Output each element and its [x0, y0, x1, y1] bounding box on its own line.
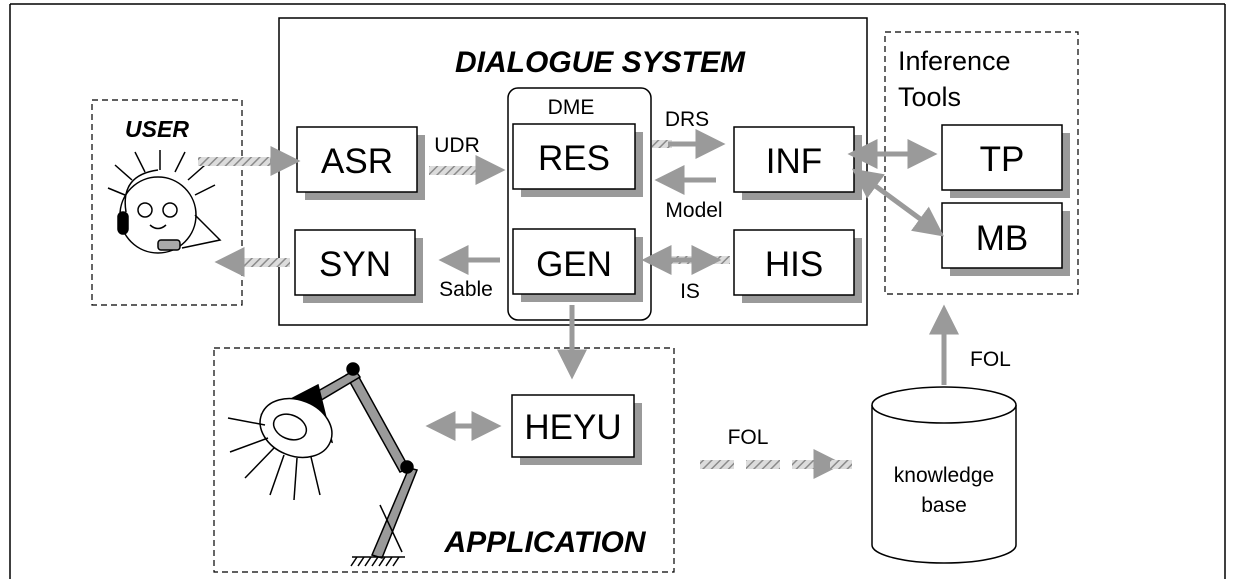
- sable-label: Sable: [439, 278, 493, 301]
- inference-title-line1: Inference: [898, 46, 1011, 76]
- svg-text:SYN: SYN: [319, 245, 391, 284]
- user-face-icon: [107, 150, 222, 254]
- outer-frame: [9, 3, 1226, 579]
- his-module: HIS: [733, 229, 862, 303]
- dme-box: [507, 87, 652, 321]
- syn-to-user-arrow: [214, 247, 290, 277]
- udr-arrow: [429, 155, 506, 185]
- application-box: [213, 347, 675, 573]
- fol-app-label: FOL: [728, 426, 769, 449]
- asr-module: ASR: [296, 126, 425, 200]
- tp-module: TP: [941, 124, 1070, 198]
- drs-arrow: [652, 129, 726, 159]
- is-arrow: [641, 245, 730, 275]
- drs-label: DRS: [665, 108, 709, 131]
- inf-module: INF: [733, 126, 862, 200]
- res-module: RES: [512, 123, 643, 197]
- svg-text:TP: TP: [980, 140, 1025, 179]
- user-to-asr-arrow: [198, 146, 301, 176]
- application-label: APPLICATION: [443, 526, 646, 559]
- knowledge-base-line1: knowledge: [894, 464, 994, 487]
- model-label: Model: [665, 199, 722, 222]
- knowledge-base-line2: base: [921, 494, 967, 517]
- svg-text:HIS: HIS: [765, 245, 823, 284]
- svg-text:INF: INF: [766, 142, 822, 181]
- syn-module: SYN: [294, 229, 423, 303]
- heyu-module: HEYU: [511, 394, 642, 465]
- user-label: USER: [125, 116, 189, 142]
- inference-tools-box: [884, 31, 1079, 295]
- svg-text:MB: MB: [976, 219, 1029, 258]
- lamp-icon: [227, 362, 419, 567]
- user-box: [91, 99, 243, 306]
- heyu-to-kb-arrow: [700, 449, 852, 479]
- gen-module: GEN: [512, 228, 643, 302]
- inf-mb-arrow: [851, 168, 945, 237]
- svg-text:ASR: ASR: [321, 142, 393, 181]
- udr-label: UDR: [434, 134, 480, 157]
- is-label: IS: [680, 280, 700, 303]
- fol-up-label: FOL: [970, 348, 1011, 371]
- svg-text:GEN: GEN: [536, 245, 612, 284]
- mb-module: MB: [941, 202, 1070, 276]
- dialogue-system-title: DIALOGUE SYSTEM: [455, 46, 746, 79]
- knowledge-base-cylinder: [871, 386, 1017, 564]
- dme-label: DME: [548, 96, 595, 119]
- inference-title-line2: Tools: [898, 82, 961, 112]
- svg-text:HEYU: HEYU: [524, 408, 621, 447]
- svg-text:RES: RES: [538, 139, 610, 178]
